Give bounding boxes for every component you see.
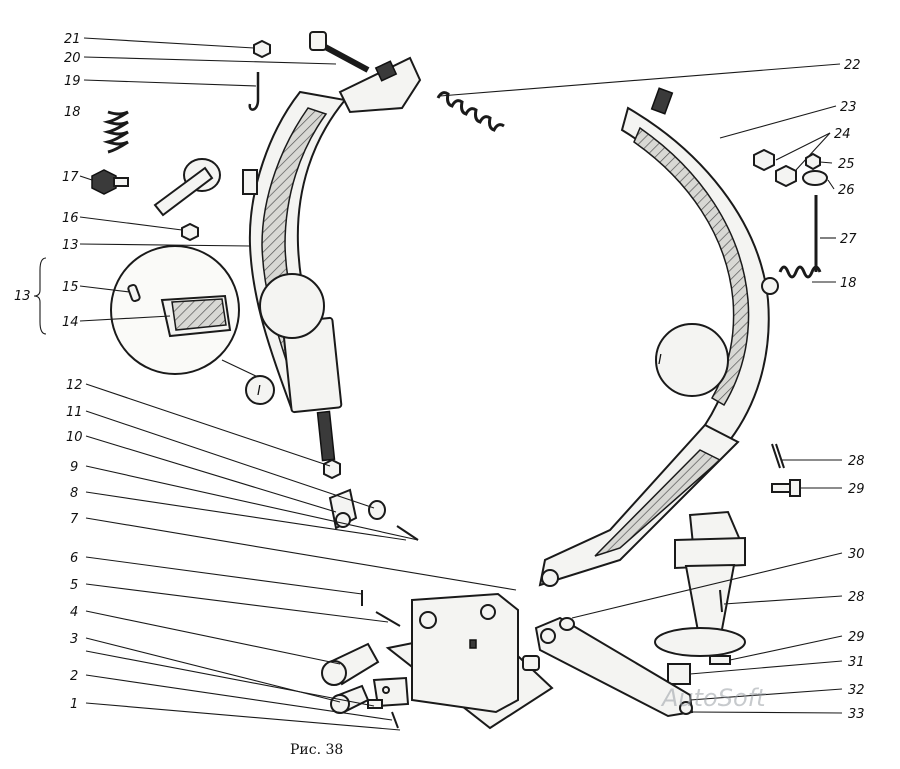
callout-18-left: 18	[64, 105, 81, 120]
callout-25: 25	[838, 157, 855, 172]
watermark: AutoSoft	[660, 684, 767, 712]
callout-13-top: 13	[62, 238, 79, 253]
detail-marker-right: I	[658, 353, 662, 368]
callout-14: 14	[62, 315, 79, 330]
nut-31	[667, 663, 691, 685]
center-block	[385, 592, 554, 730]
callout-16: 16	[62, 211, 79, 226]
mounting-bracket	[654, 510, 746, 657]
callout-15: 15	[62, 280, 79, 295]
bracket-10	[328, 488, 358, 530]
callout-23: 23	[840, 100, 857, 115]
callout-31: 31	[848, 655, 865, 670]
callout-5: 5	[70, 578, 78, 593]
figure-caption: Рис. 38	[290, 742, 343, 758]
nuts-24	[753, 148, 797, 188]
hook-pin-19	[248, 72, 260, 111]
spring-22	[436, 91, 505, 132]
callout-6: 6	[70, 551, 78, 566]
callout-24: 24	[834, 127, 851, 142]
callout-7: 7	[70, 512, 79, 527]
callout-28-top: 28	[848, 454, 865, 469]
callout-26: 26	[838, 183, 855, 198]
eye-bolt-20	[309, 31, 370, 73]
bushing-5	[321, 642, 380, 686]
cotter-1	[391, 711, 399, 729]
callout-27: 27	[840, 232, 857, 247]
callout-18-right: 18	[840, 276, 857, 291]
callout-33: 33	[848, 707, 865, 722]
bushing-4	[330, 684, 370, 714]
spring-18-left	[102, 110, 129, 154]
callout-11: 11	[66, 405, 83, 420]
cotter-6	[375, 611, 401, 627]
callout-29-top: 29	[848, 482, 865, 497]
nut-21	[253, 39, 271, 59]
callout-12: 12	[66, 378, 83, 393]
bolt-2	[367, 699, 383, 709]
callout-labels: 21 20 19 18 17 16 13 13 15 14 12 11 10 9…	[14, 32, 865, 722]
callout-8: 8	[70, 486, 78, 501]
nut-25	[805, 152, 821, 171]
bolt-29-top	[771, 479, 801, 497]
callout-32: 32	[848, 683, 865, 698]
cotter-pin-28-top	[771, 443, 785, 469]
detail-marker-left: I	[257, 384, 261, 399]
spring-18-right	[761, 265, 822, 295]
pin-8-9	[396, 525, 419, 541]
callout-9: 9	[70, 460, 78, 475]
callout-10: 10	[66, 430, 83, 445]
roller-30	[559, 617, 575, 631]
grease-fitting-17	[91, 169, 129, 195]
nut-12	[323, 458, 341, 480]
shoe-bracket	[338, 56, 422, 114]
callout-17: 17	[62, 170, 79, 185]
callout-22: 22	[844, 58, 861, 73]
callout-20: 20	[64, 51, 81, 66]
pin-28-bottom	[719, 589, 723, 613]
callout-30: 30	[848, 547, 865, 562]
detail-view-I	[110, 245, 325, 405]
callout-1: 1	[70, 697, 78, 712]
callout-4: 4	[70, 605, 78, 620]
callout-2: 2	[70, 669, 78, 684]
callout-21: 21	[64, 32, 81, 47]
nut-16	[181, 222, 199, 242]
callout-3: 3	[70, 632, 78, 647]
leader-lines	[79, 37, 843, 731]
bushing-11	[368, 500, 386, 520]
shaft-lever	[153, 158, 221, 217]
right-brake-band	[538, 87, 770, 587]
callout-29-bottom: 29	[848, 630, 865, 645]
bolt-29-bottom	[709, 655, 731, 665]
callout-13-group: 13	[14, 289, 31, 304]
callout-28-bottom: 28	[848, 590, 865, 605]
callout-19: 19	[64, 74, 81, 89]
washer-26	[802, 170, 828, 186]
